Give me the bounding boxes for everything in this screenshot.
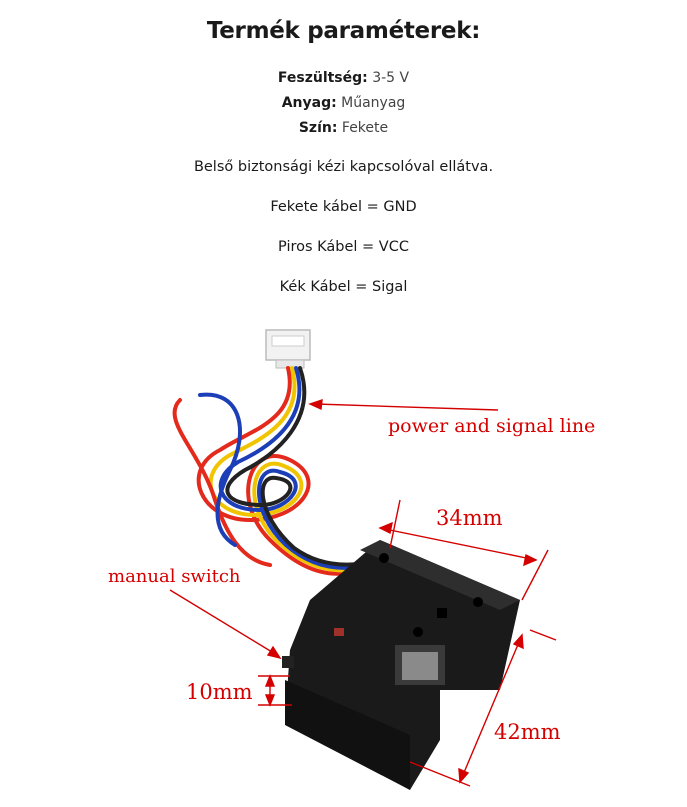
- spec-color: Szín: Fekete: [0, 120, 687, 136]
- wire-blue: Kék Kábel = Sigal: [279, 279, 408, 295]
- spec-value: Fekete: [341, 120, 389, 136]
- spec-value: 3-5 V: [372, 70, 410, 86]
- cable-bundle: [172, 366, 374, 576]
- wire-black: Fekete kábel = GND: [270, 199, 417, 215]
- spec-material: Anyag: Műanyag: [0, 95, 687, 111]
- spec-key: Anyag:: [281, 95, 337, 111]
- annotation-arrows: [169, 398, 557, 787]
- product-photo: [169, 329, 557, 790]
- spec-voltage: Feszültség: 3-5 V: [0, 70, 687, 86]
- spec-value: Műanyag: [341, 95, 406, 111]
- feature-line: Belső biztonsági kézi kapcsolóval ellátv…: [193, 159, 494, 175]
- dim-length-label: 42mm: [494, 720, 561, 744]
- power-signal-label: power and signal line: [388, 415, 596, 437]
- manual-switch-label: manual switch: [108, 566, 241, 587]
- spec-key: Feszültség:: [277, 70, 368, 86]
- page-title: Termék paraméterek:: [206, 18, 481, 44]
- wire-red: Piros Kábel = VCC: [278, 239, 409, 255]
- spec-key: Szín:: [298, 120, 338, 136]
- lock-body-icon: [282, 540, 520, 790]
- dim-width-label: 34mm: [436, 506, 503, 530]
- connector-icon: [265, 329, 311, 369]
- dim-height-label: 10mm: [186, 680, 253, 704]
